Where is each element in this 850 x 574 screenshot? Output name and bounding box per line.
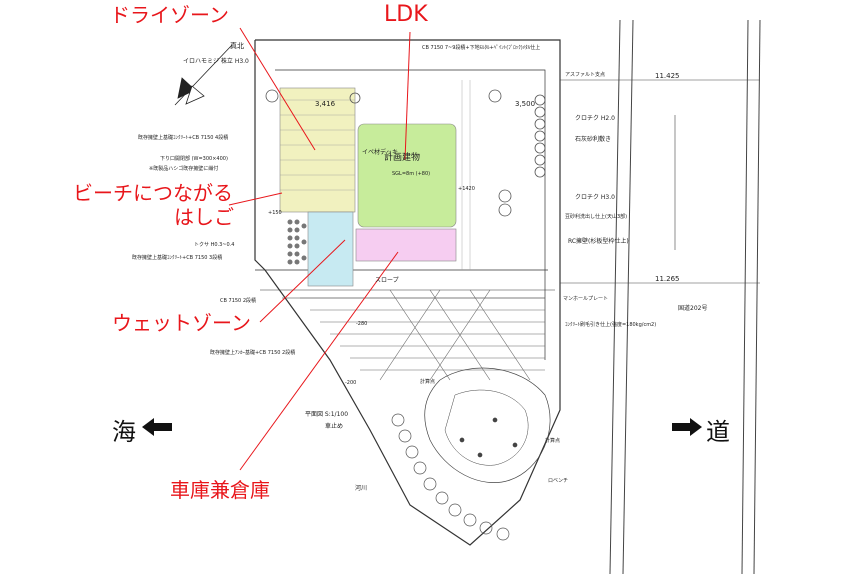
road-name-label: 国道202号: [678, 304, 707, 312]
garage-area: [355, 228, 457, 262]
note-right-5: 豆砂利洗出し仕上(天山3部): [565, 213, 627, 220]
dim-150: +150: [268, 210, 282, 216]
note-right-9: 計算点: [545, 437, 560, 444]
note-left-1: 既存擁壁上基礎ｺﾝｸﾘｰﾄ+CB 7150 4段積: [138, 134, 228, 141]
note-left-6: CB 7150 2段積: [220, 297, 256, 304]
dim-3416: 3,416: [315, 100, 336, 108]
hedge-shrubs: [265, 89, 546, 217]
north-label: 真北: [230, 41, 244, 50]
ldk-area: [357, 123, 457, 228]
note-right-7: マンホールプレート: [563, 296, 608, 302]
note-right-2: クロチク H2.0: [575, 115, 615, 122]
dim-11425: 11.425: [655, 72, 680, 80]
sea-label: 海: [112, 418, 136, 446]
beach-ladder-label-line2: はしご: [174, 205, 234, 229]
river-label: 河川: [355, 484, 367, 492]
wet-zone-area: [307, 211, 354, 287]
note-right-6: RC擁壁(杉板型枠仕上): [568, 237, 629, 245]
right-arrow-icon: [672, 418, 702, 436]
left-arrow-icon: [142, 418, 172, 436]
note-left-0: イロハモミジ 株立 H3.0: [183, 57, 249, 65]
north-arrow-icon: [174, 44, 233, 106]
drawing-annotations: 計画建物 SGL=8m (+80) イペ材デッキ スロープ 3,416 3,50…: [132, 44, 707, 492]
road-label: 道: [706, 418, 730, 446]
scale-label: 平面図 S:1/100: [305, 411, 348, 418]
gravel-pattern: [287, 219, 307, 265]
note-right-0: CB 7150 7~9段積+下地ﾓﾙﾀﾙ+ﾍﾟｲﾝﾄ(ﾌﾞﾛｯｸ)ﾒﾀﾙ仕上: [422, 44, 540, 51]
wet-zone-label: ウェットゾーン: [112, 311, 251, 335]
plan-building-label: 計画建物: [384, 151, 420, 163]
deck-label: イペ材デッキ: [362, 148, 398, 156]
note-left-5: 既存擁壁上基礎ｺﾝｸﾘｰﾄ+CB 7150 3段積: [132, 254, 222, 261]
garage-rafters: [300, 289, 545, 381]
beach-ladder-label-line1: ビーチにつながる: [73, 181, 233, 205]
note-right-4: クロチク H3.0: [575, 194, 615, 201]
dry-zone-label: ドライゾーン: [110, 3, 229, 27]
slope-label: スロープ: [375, 277, 399, 284]
note-left-7: 既存擁壁上ｱﾝｶｰ基礎+CB 7150 2段積: [210, 349, 295, 356]
note-left-4: トクサ H0.3~0.4: [194, 242, 234, 248]
dim-3500: 3,500: [515, 100, 535, 108]
plan-building-sub: SGL=8m (+80): [392, 171, 430, 177]
note-left-2: 下り口開閉部 (W=300×400): [160, 155, 228, 162]
note-right-3: 石灰砂利敷き: [575, 135, 611, 143]
road-edge-lines: [560, 19, 761, 574]
deck-lines: [280, 80, 471, 270]
dry-zone-area: [279, 87, 356, 213]
dim-11265: 11.265: [655, 275, 680, 283]
annotation-leaders: [228, 27, 411, 471]
note-right-8: ｺﾝｸﾘｰﾄ刷毛引き仕上(強度=180kg/cm2): [565, 321, 656, 328]
note-right-10: ロベンチ: [548, 478, 568, 484]
dim-200: -200: [345, 380, 356, 386]
tree-canopy: [424, 367, 551, 483]
plan-note: 計算点: [420, 378, 435, 385]
garage-label: 車庫兼倉庫: [170, 478, 270, 502]
note-left-3: ※既製品ハシゴ既存擁壁に繊付: [149, 165, 218, 172]
ldk-label: LDK: [384, 2, 428, 27]
dim-1420: +1420: [458, 186, 475, 192]
note-right-1: アスファルト支点: [565, 71, 605, 78]
parking-label: 車止め: [325, 422, 343, 430]
dim-280: -280: [356, 321, 367, 327]
stepping-stones: [391, 413, 510, 541]
